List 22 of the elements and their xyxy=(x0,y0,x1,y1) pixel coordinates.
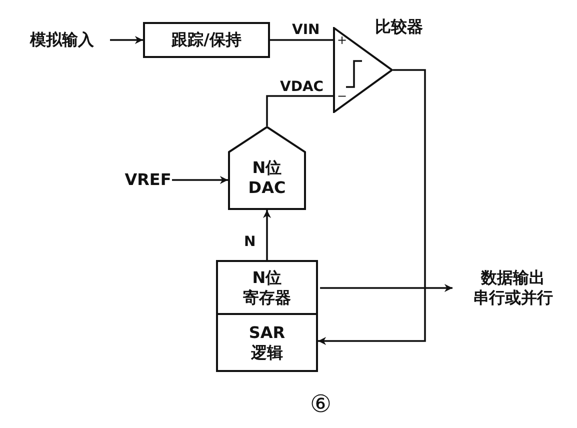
connector xyxy=(320,284,452,292)
block-text: N位寄存器 xyxy=(243,268,291,308)
component-label: 比较器 xyxy=(375,17,423,37)
figure-number: ⑥ xyxy=(310,392,332,416)
block-text: VREF xyxy=(124,170,172,190)
sign-label: − xyxy=(337,90,348,102)
connector xyxy=(262,210,272,260)
connector xyxy=(318,69,426,346)
block-text: 模拟输入 xyxy=(30,30,94,50)
logic-box xyxy=(216,315,318,372)
connector xyxy=(110,36,143,44)
block-text: 数据输出串行或并行 xyxy=(473,268,553,308)
connector xyxy=(266,95,333,126)
sign-label: + xyxy=(337,34,348,46)
block-text: N位 DAC xyxy=(248,158,286,198)
process-box xyxy=(143,22,270,58)
connector xyxy=(270,39,333,41)
block-text: 跟踪/保持 xyxy=(172,30,242,50)
dac-block xyxy=(228,126,306,210)
connector xyxy=(172,176,228,184)
register-box xyxy=(216,260,318,315)
block-text: SAR 逻辑 xyxy=(248,322,286,362)
